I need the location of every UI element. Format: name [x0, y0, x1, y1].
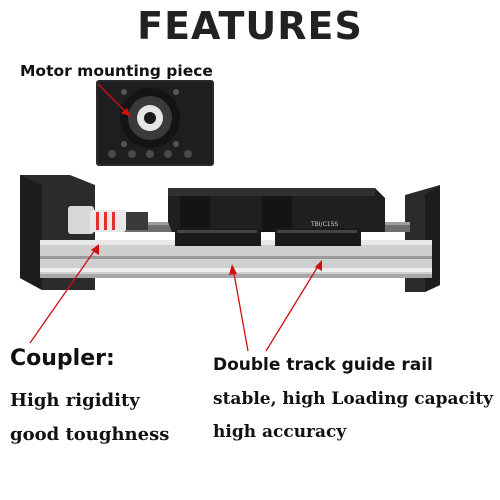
slider-marking: TBI/C15S	[310, 221, 338, 228]
coupler-feature-2: good toughness	[10, 424, 170, 445]
page-title: FEATURES	[137, 4, 363, 48]
rail-arrow-right	[265, 262, 321, 352]
callout-arrows	[29, 83, 321, 352]
arrow-heads	[91, 108, 322, 275]
rail-feature-3: high accuracy	[213, 422, 347, 442]
rail-feature-1: Double track guide rail	[213, 355, 433, 375]
coupler	[68, 206, 148, 234]
coupler-arrow	[29, 246, 98, 344]
motor-mounting-plate	[96, 80, 214, 166]
motor-arrow	[97, 83, 129, 115]
coupler-title: Coupler:	[10, 346, 115, 371]
coupler-feature-1: High rigidity	[10, 390, 140, 411]
motor-mounting-label: Motor mounting piece	[20, 62, 213, 80]
rail-feature-2: stable, high Loading capacity	[213, 389, 494, 409]
carriage: TBI/C15S	[168, 188, 385, 246]
rail-arrow-left	[232, 267, 249, 352]
